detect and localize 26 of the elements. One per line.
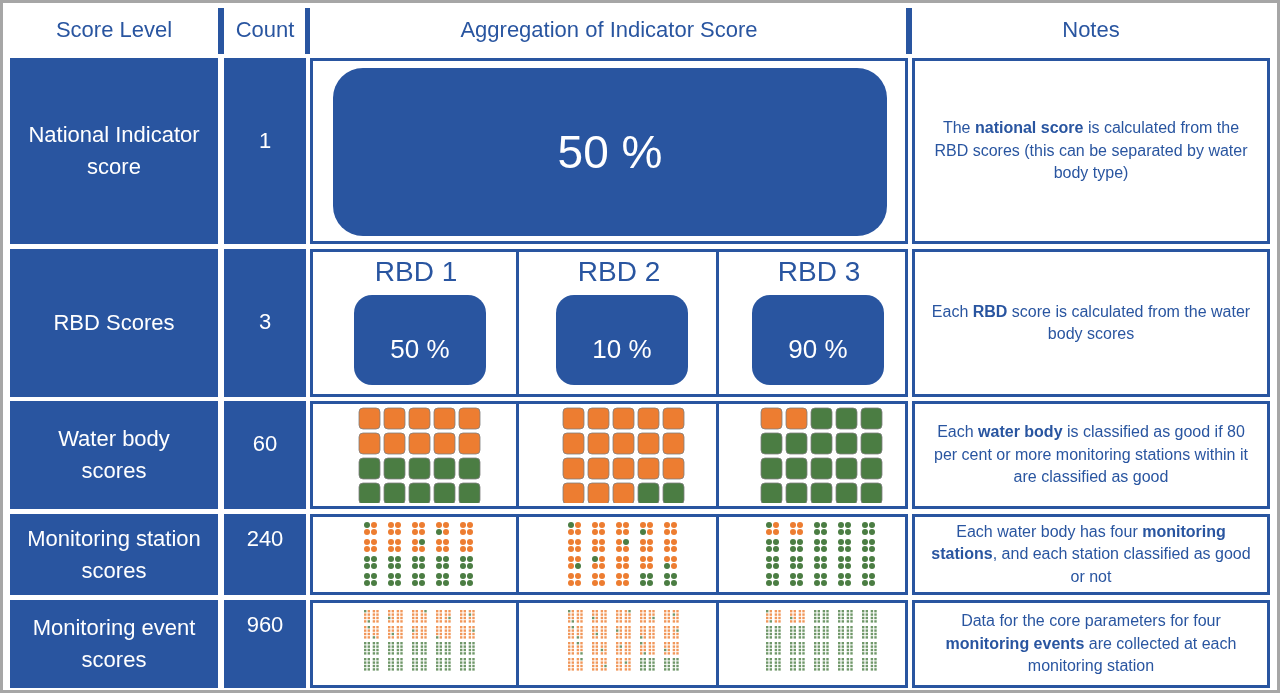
score-box: 50 % — [354, 295, 486, 385]
note-text: Each water body has four monitoring stations, and each station classified as good or not — [930, 521, 1252, 587]
row-heading: Monitoring station scores — [26, 524, 202, 585]
count-value: 60 — [252, 431, 278, 457]
count-value: 3 — [258, 309, 272, 335]
note-text: Each water body is classified as good if 80 per cent or more monitoring stations within it are classified as good — [933, 422, 1249, 488]
group-heading: RBD 3 — [776, 256, 862, 288]
column-header: Aggregation of Indicator Score — [460, 17, 758, 43]
column-header: Count — [235, 17, 295, 43]
column-header: Notes — [1062, 17, 1120, 43]
score-box: 50 % — [333, 68, 887, 236]
note-text: Data for the core parameters for four monitoring events are collected at each monitoring station — [944, 611, 1238, 677]
group-heading: RBD 2 — [576, 256, 662, 288]
row-heading: Water body scores — [57, 425, 171, 485]
count-value: 240 — [246, 526, 284, 552]
row-heading: RBD Scores — [53, 309, 175, 338]
row-heading: Monitoring event scores — [31, 614, 197, 674]
count-value: 1 — [258, 128, 272, 154]
score-box: 90 % — [752, 295, 884, 385]
note-text: The national score is calculated from the RBD scores (this can be separated by water body type) — [933, 118, 1249, 184]
count-value: 960 — [246, 612, 284, 638]
group-heading: RBD 1 — [373, 256, 459, 288]
row-heading: National Indicator score — [27, 121, 201, 181]
score-box: 10 % — [556, 295, 688, 385]
column-header: Score Level — [55, 17, 173, 43]
note-text: Each RBD score is calculated from the water body scores — [930, 301, 1252, 344]
